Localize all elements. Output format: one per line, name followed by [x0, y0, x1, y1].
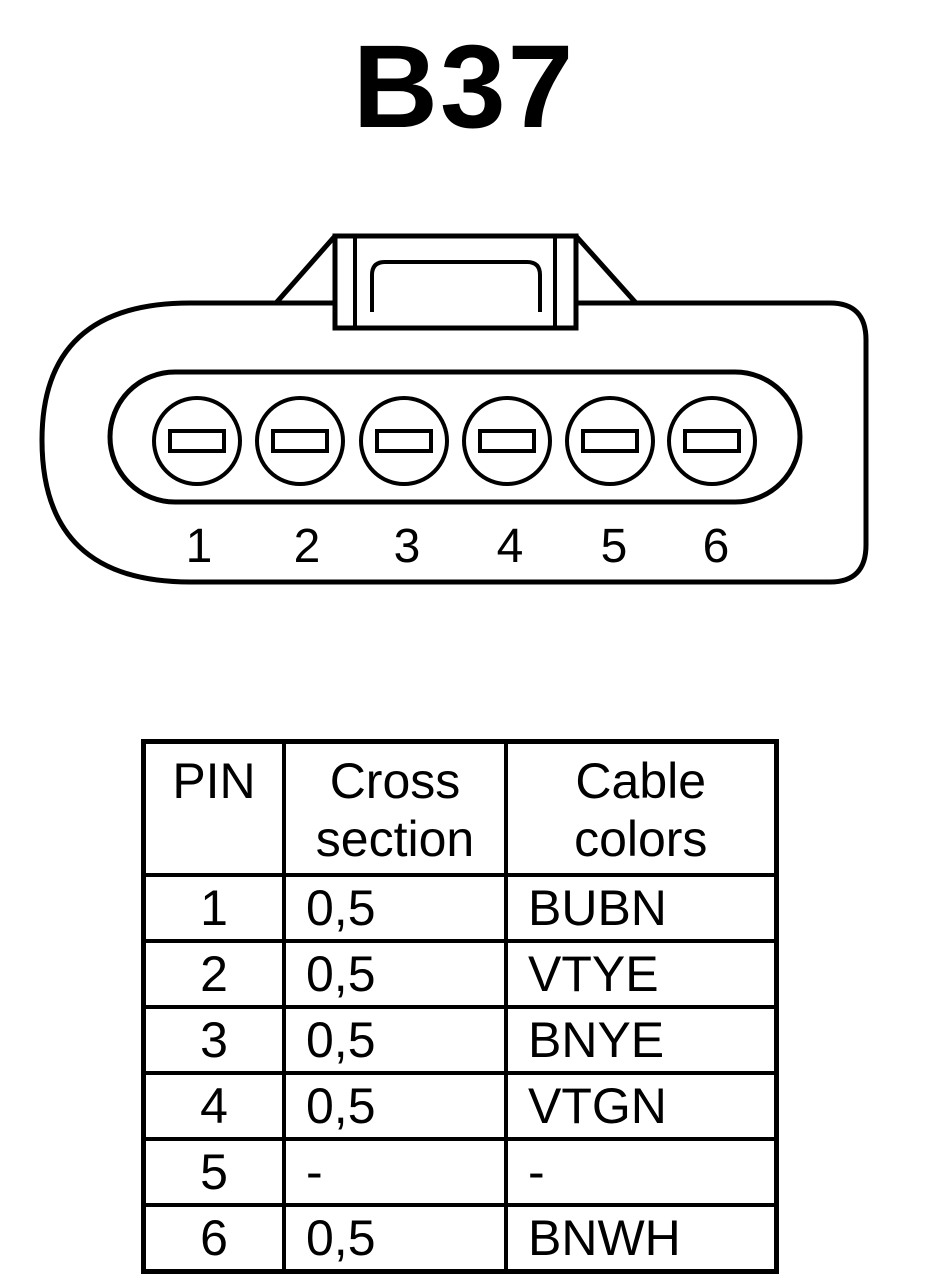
cell-cross-section: - [282, 1136, 508, 1207]
cell-pin: 2 [141, 938, 286, 1009]
pin-1 [152, 396, 242, 486]
pin-contact [168, 429, 226, 453]
table-row: 4 0,5 VTGN [141, 1070, 778, 1141]
cell-cable-color: BUBN [504, 872, 778, 943]
pin-6 [667, 396, 757, 486]
table-row: 6 0,5 BNWH [141, 1202, 778, 1273]
header-cross-line1: Cross [329, 753, 461, 809]
cell-pin: 5 [141, 1136, 286, 1207]
table-row: 1 0,5 BUBN [141, 872, 778, 943]
header-color-line1: Cable [575, 753, 707, 809]
header-cross-section: Cross section [282, 739, 508, 877]
header-cable-colors: Cable colors [504, 739, 778, 877]
header-cross-line2: section [315, 811, 475, 867]
pin-contact [683, 429, 741, 453]
pin-2 [255, 396, 345, 486]
table-row: 3 0,5 BNYE [141, 1004, 778, 1075]
pin-assignment-table: PIN Cross section Cable colors 1 0,5 BUB… [141, 739, 779, 1274]
cell-cross-section: 0,5 [282, 1202, 508, 1273]
pin-number-label: 6 [703, 520, 730, 573]
pin-contact [271, 429, 329, 453]
cell-cable-color: VTGN [504, 1070, 778, 1141]
pin-3 [359, 396, 449, 486]
latch-left-ramp [274, 233, 338, 305]
pin-number-label: 3 [394, 520, 421, 573]
cell-pin: 3 [141, 1004, 286, 1075]
pin-4 [462, 396, 552, 486]
cell-cross-section: 0,5 [282, 1004, 508, 1075]
pin-contact [581, 429, 639, 453]
pin-contact [478, 429, 536, 453]
latch-right-ramp [574, 234, 639, 306]
connector-diagram: 1 2 3 4 5 6 [39, 233, 869, 585]
table-row: 5 - - [141, 1136, 778, 1207]
latch-inner [353, 238, 557, 328]
cell-cross-section: 0,5 [282, 872, 508, 943]
cell-cross-section: 0,5 [282, 1070, 508, 1141]
pin-number-label: 2 [294, 520, 321, 573]
header-pin-text: PIN [172, 753, 256, 809]
connector-title: B37 [352, 21, 576, 153]
cell-pin: 6 [141, 1202, 286, 1273]
latch-block [332, 233, 579, 331]
pin-number-label: 1 [186, 520, 213, 573]
cell-pin: 4 [141, 1070, 286, 1141]
cell-cable-color: VTYE [504, 938, 778, 1009]
cell-cable-color: BNYE [504, 1004, 778, 1075]
cell-pin: 1 [141, 872, 286, 943]
pin-contact [375, 429, 433, 453]
cell-cable-color: - [504, 1136, 778, 1207]
table-header-row: PIN Cross section Cable colors [141, 739, 778, 877]
header-pin: PIN [141, 739, 286, 877]
pin-5 [565, 396, 655, 486]
latch-window [370, 260, 542, 312]
pin-number-label: 5 [601, 520, 628, 573]
cell-cable-color: BNWH [504, 1202, 778, 1273]
header-color-line2: colors [574, 811, 708, 867]
pin-number-label: 4 [497, 520, 524, 573]
cell-cross-section: 0,5 [282, 938, 508, 1009]
table-row: 2 0,5 VTYE [141, 938, 778, 1009]
